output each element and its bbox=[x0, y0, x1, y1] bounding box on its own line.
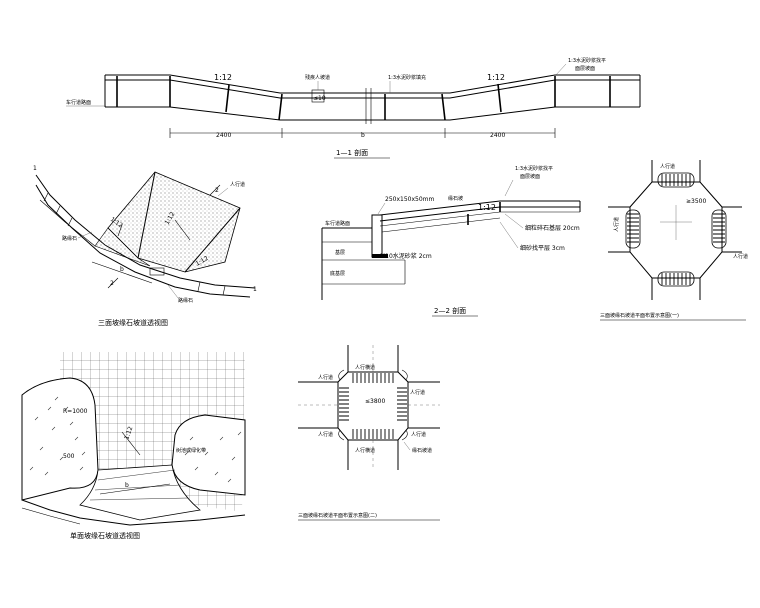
plan-two-sidewalk-tl: 人行道 bbox=[318, 374, 333, 381]
section-1-1-joints bbox=[116, 76, 611, 121]
plan-two-intersection bbox=[337, 371, 409, 441]
section-2-2-layer-concrete: 细粒碎石基层 20cm bbox=[525, 224, 580, 232]
section-1-1: ≤10 1:12 1:12 残疾人坡道 1:3水泥砂浆填充 1:3水泥砂浆找平 … bbox=[66, 57, 641, 159]
plan-two-sidewalk-tr: 人行道 bbox=[410, 389, 425, 396]
plan-two-zebra bbox=[339, 373, 407, 439]
plan-two: 人行横道 人行横道 人行道 人行道 人行道 人行道 ≤3800 缘石坡道 三面坡… bbox=[298, 345, 440, 521]
section-1-1-title: 1—1 剖面 bbox=[336, 148, 368, 157]
section-1-1-dim-mid: b bbox=[361, 132, 365, 139]
perspective-three-sidewalk: 人行道 bbox=[230, 181, 245, 188]
perspective-single-radius: R=1000 bbox=[63, 408, 88, 415]
perspective-three-curb-b: 路缘石 bbox=[178, 297, 193, 304]
perspective-three-mark-2b: 2 bbox=[110, 280, 114, 287]
section-1-1-dim-right: 2400 bbox=[490, 132, 505, 139]
plan-two-ramp-label: 缘石坡道 bbox=[412, 447, 432, 454]
plan-one-title: 三面坡缘石坡道平面布置示意图(一) bbox=[600, 312, 679, 319]
perspective-single: R=1000 500 b 1:12 树池或绿化带 单面坡缘石坡道透视图 bbox=[21, 352, 246, 540]
section-2-2-mortar-bed: M10水泥砂浆 2cm bbox=[380, 252, 432, 260]
perspective-three-title: 三面坡缘石坡道透视图 bbox=[98, 318, 168, 327]
plan-two-radius: ≤3800 bbox=[365, 398, 385, 405]
perspective-three-dim-b: b bbox=[120, 266, 124, 273]
perspective-single-slope: 1:12 bbox=[123, 425, 134, 440]
section-1-1-mortar-mid: 1:3水泥砂浆填充 bbox=[388, 74, 426, 81]
perspective-single-planting-left bbox=[21, 377, 99, 501]
perspective-three-mark-1a: 1 bbox=[33, 165, 37, 172]
section-1-1-slope-left: 1:12 bbox=[214, 73, 232, 82]
perspective-single-title: 单面坡缘石坡道透视图 bbox=[70, 531, 140, 540]
plan-two-crossing-top: 人行横道 bbox=[355, 364, 375, 371]
perspective-single-planting-right bbox=[171, 414, 246, 496]
section-1-1-curb-label: 车行道路面 bbox=[66, 99, 91, 106]
section-2-2-title: 2—2 剖面 bbox=[434, 306, 466, 315]
plan-one-sidewalk-top: 人行道 bbox=[660, 163, 675, 170]
perspective-three: 1 1 1:12 1:12 1:12 bbox=[33, 165, 257, 327]
plan-two-title: 三面坡缘石坡道平面布置示意图(二) bbox=[298, 512, 377, 519]
section-2-2-mortar-bed-fill bbox=[372, 254, 388, 258]
section-1-1-mortar-top: 1:3水泥砂浆找平 bbox=[568, 57, 606, 64]
plan-one-sidewalk-right: 人行道 bbox=[733, 253, 748, 260]
section-1-1-center-label: 残疾人坡道 bbox=[305, 74, 330, 81]
section-1-1-top-layer: 面层坡面 bbox=[575, 65, 595, 72]
section-2-2: 1:3水泥砂浆找平 面层坡面 250x150x50mm 缘石坡 1:12 车行道… bbox=[321, 165, 581, 317]
plan-two-corner-ramps bbox=[338, 369, 408, 441]
plan-one: 人行道 人行道 人行道 ≥3500 三面坡缘石坡道平面布置示意图(一) bbox=[600, 160, 748, 321]
perspective-single-ramp bbox=[79, 464, 201, 521]
section-2-2-curb-note: 缘石坡 bbox=[448, 195, 463, 202]
plan-two-crossing-bottom: 人行横道 bbox=[355, 447, 375, 454]
perspective-three-dim-b-line bbox=[91, 261, 153, 284]
section-1-1-top-surface bbox=[105, 74, 640, 94]
plan-one-sidewalk-left: 人行道 bbox=[613, 217, 620, 232]
section-2-2-layer-base: 基层 bbox=[335, 249, 345, 256]
section-1-1-dim-left: 2400 bbox=[216, 132, 231, 139]
perspective-three-mark-1b: 1 bbox=[253, 286, 257, 293]
perspective-three-curb: 路缘石 bbox=[62, 235, 77, 242]
perspective-single-dim-500: 500 bbox=[63, 453, 75, 460]
section-2-2-layer-sand: 细砂找平层 3cm bbox=[520, 244, 565, 252]
section-2-2-mortar-top: 1:3水泥砂浆找平 bbox=[515, 165, 553, 172]
perspective-three-curb-line-2 bbox=[35, 184, 251, 298]
section-2-2-curb-size: 250x150x50mm bbox=[385, 196, 434, 203]
perspective-single-planting: 树池或绿化带 bbox=[176, 447, 206, 454]
section-2-2-slope: 1:12 bbox=[478, 203, 496, 212]
section-2-2-top-layer: 面层坡面 bbox=[520, 173, 540, 180]
section-2-2-layer-subbase: 底基层 bbox=[330, 270, 345, 277]
plan-one-radius: ≥3500 bbox=[686, 198, 706, 205]
plan-two-sidewalk-bl: 人行道 bbox=[318, 431, 333, 438]
perspective-single-dim-b: b bbox=[125, 482, 129, 489]
plan-two-sidewalk-br: 人行道 bbox=[411, 431, 426, 438]
perspective-three-ramp-left bbox=[94, 227, 151, 267]
perspective-single-curb-edge bbox=[21, 499, 246, 526]
section-1-1-slope-limit: ≤10 bbox=[313, 95, 326, 102]
section-2-2-layer-road: 车行道路面 bbox=[325, 220, 350, 227]
section-1-1-slope-right: 1:12 bbox=[487, 73, 505, 82]
section-1-1-bottom bbox=[105, 106, 640, 121]
section-1-1-top-surface-inner bbox=[105, 79, 640, 99]
plan-one-ramps bbox=[625, 172, 727, 287]
perspective-three-mark-2a: 2 bbox=[215, 187, 219, 194]
